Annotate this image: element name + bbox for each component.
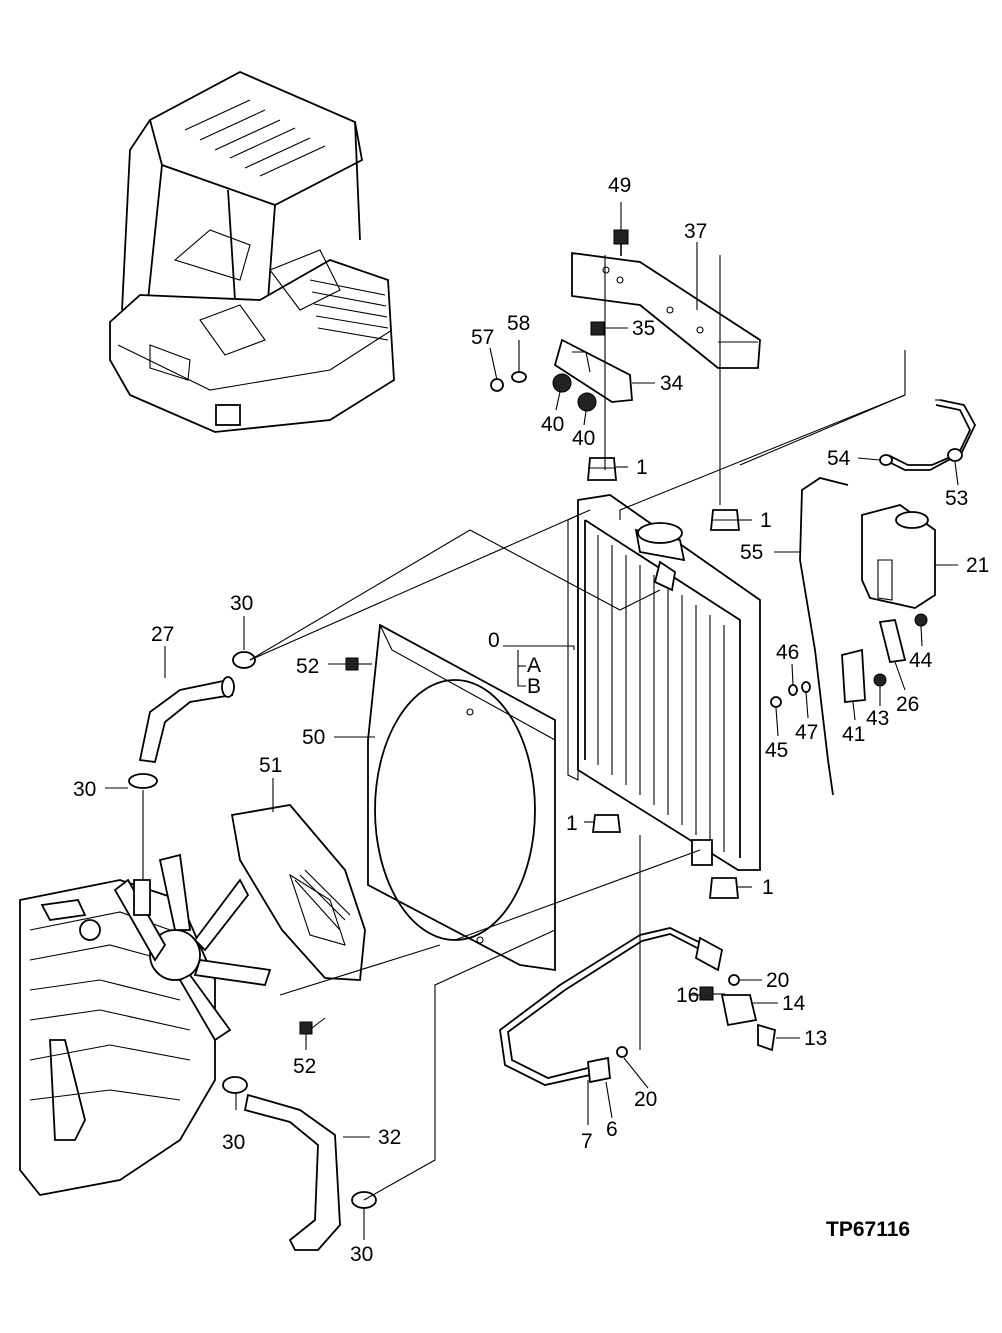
mount-rubber-1-top-right [710, 509, 740, 531]
label-20b: 20 [634, 1088, 657, 1111]
drawing-reference: TP67116 [826, 1218, 910, 1241]
label-1c: 1 [566, 812, 578, 835]
label-1d: 1 [762, 876, 774, 899]
label-30a: 30 [230, 592, 253, 615]
nut-40a [552, 373, 572, 393]
label-A: A [527, 654, 541, 677]
label-21: 21 [966, 554, 989, 577]
drain-fitting-top [694, 936, 724, 972]
bracket-37 [571, 251, 761, 369]
bracket-26 [878, 619, 907, 663]
label-27: 27 [151, 623, 174, 646]
bolt-16 [699, 986, 725, 1001]
label-57: 57 [471, 326, 494, 349]
mount-rubber-1-top-left [587, 457, 617, 481]
label-45: 45 [765, 739, 788, 762]
hose-clamp-pipe [133, 879, 151, 916]
label-1b: 1 [760, 509, 772, 532]
fan-guard-51 [230, 804, 366, 981]
label-7: 7 [581, 1130, 593, 1153]
label-37: 37 [684, 220, 707, 243]
bolt-49 [613, 229, 629, 256]
washer-47 [801, 681, 811, 693]
label-40b: 40 [572, 427, 595, 450]
bracket-41 [841, 648, 866, 703]
washer-46 [788, 684, 798, 696]
lower-hose-32 [243, 1093, 341, 1251]
nut-40b [577, 392, 597, 412]
label-54: 54 [827, 447, 851, 470]
bolt-52-top [345, 657, 372, 671]
drain-fitting-6 [587, 1056, 611, 1084]
label-53: 53 [945, 487, 968, 510]
drain-hose-7 [499, 927, 706, 1086]
label-50: 50 [302, 726, 325, 749]
label-55: 55 [740, 541, 763, 564]
washer-58 [511, 371, 527, 383]
label-16: 16 [676, 984, 699, 1007]
mount-rubber-1-bottom-left [591, 814, 622, 833]
radiator-0 [567, 494, 761, 871]
part-labels: 49 37 58 57 35 34 40 40 1 54 53 1 55 21 … [73, 174, 989, 1266]
excavator-overview-illustration [109, 71, 395, 433]
label-46: 46 [776, 641, 799, 664]
clamp-54 [879, 454, 893, 466]
fan-shroud-50 [367, 623, 556, 972]
hose-clamp-30-lower-a [222, 1076, 248, 1094]
label-52a: 52 [296, 655, 319, 678]
label-1a: 1 [636, 456, 648, 479]
bolt-52-bottom [299, 1017, 326, 1035]
bolt-44 [914, 613, 928, 627]
overflow-hose-53 [884, 399, 977, 471]
label-40a: 40 [541, 413, 564, 436]
clamp-53 [947, 448, 963, 462]
label-13: 13 [804, 1027, 827, 1050]
label-B: B [527, 675, 541, 698]
plate-34 [553, 338, 633, 403]
label-58: 58 [507, 312, 530, 335]
label-6: 6 [606, 1118, 618, 1141]
nut-57 [490, 378, 504, 392]
clip-20-lower [616, 1046, 628, 1058]
hose-clamp-30-upper-a [232, 651, 256, 669]
label-44: 44 [909, 649, 933, 672]
mount-rubber-1-bottom-right [709, 877, 739, 899]
upper-hose-27 [138, 676, 235, 763]
clip-20-upper [728, 974, 740, 986]
label-35: 35 [632, 317, 655, 340]
drain-cock-14 [720, 994, 758, 1027]
label-34: 34 [660, 372, 684, 395]
leader-lines [105, 202, 959, 1240]
reserve-tank-21 [861, 504, 936, 609]
nut-43 [873, 673, 887, 687]
label-26: 26 [896, 693, 919, 716]
cooling-fan [113, 853, 272, 1042]
overflow-hose-55 [799, 477, 849, 796]
label-43: 43 [866, 707, 889, 730]
label-49: 49 [608, 174, 631, 197]
label-51: 51 [259, 754, 282, 777]
nut-45 [770, 696, 782, 708]
hose-clamp-30-upper-b [128, 773, 158, 789]
label-0: 0 [488, 629, 500, 652]
label-30c: 30 [222, 1131, 245, 1154]
label-32: 32 [378, 1126, 401, 1149]
label-30b: 30 [73, 778, 96, 801]
label-14: 14 [782, 992, 806, 1015]
drain-plug-13 [757, 1023, 777, 1052]
label-47: 47 [795, 721, 818, 744]
label-20a: 20 [766, 969, 789, 992]
label-30d: 30 [350, 1243, 373, 1266]
label-41: 41 [842, 723, 865, 746]
label-52b: 52 [293, 1055, 316, 1078]
